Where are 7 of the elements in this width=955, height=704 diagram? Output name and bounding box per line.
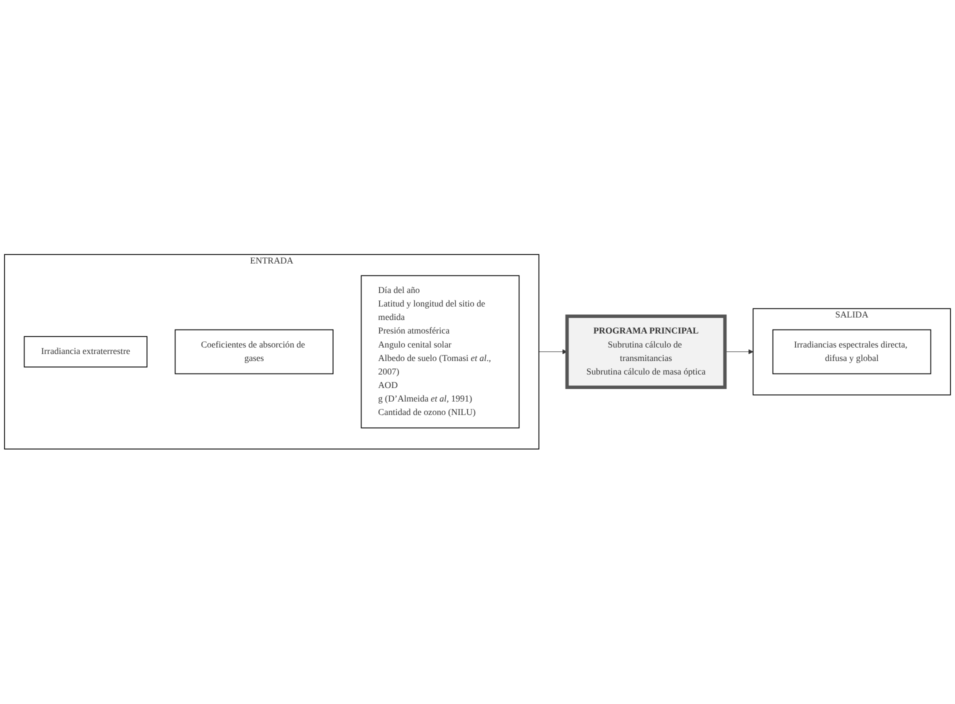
node-box: Irradiancias espectrales directa, difusa y global [772,330,932,374]
node-box: Día del año Latitud y longitud del sitio de medida Presión atmosférica Angulo cenital solar Albedo de suelo (Tomasi et al., 2007) AOD g (D’Almeida et al, 1991) Cantidad de ozono (NILU) [360,275,520,429]
arrow [724,350,754,354]
node-box: Coeficientes de absorción de gases [174,330,334,374]
node-box: PROGRAMA PRINCIPAL Subrutina cálculo de transmitancias Subrutina cálculo de masa óptica [565,314,727,390]
node-box: Irradiancia extraterrestre [24,336,148,368]
arrow [538,350,568,354]
